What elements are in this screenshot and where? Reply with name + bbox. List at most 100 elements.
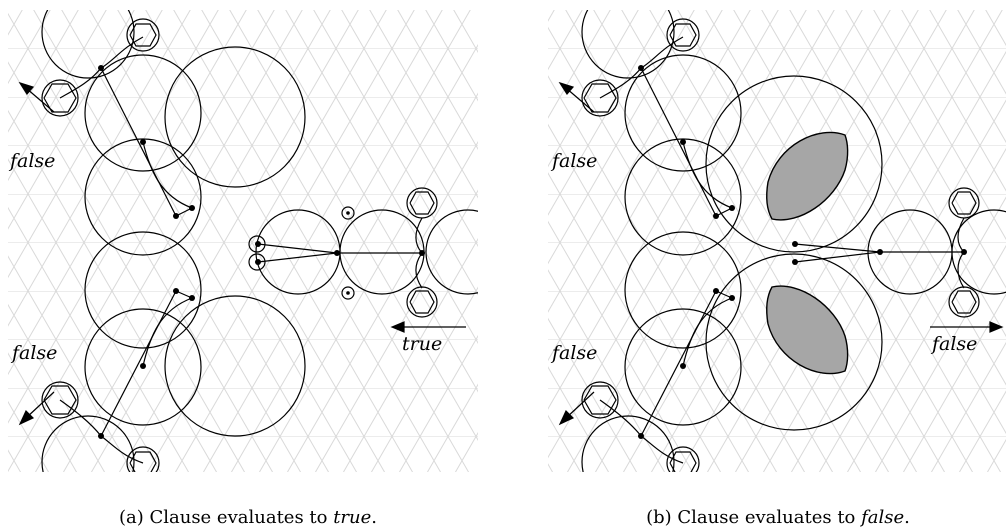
joint [346, 211, 350, 215]
small-circle [248, 235, 266, 253]
gadget-circle [425, 209, 478, 295]
small-polygon [43, 83, 77, 113]
linkage-curve [100, 36, 144, 69]
linkage-curve [599, 399, 642, 437]
linkage-curve [142, 141, 193, 209]
label-false-right: false [930, 333, 977, 355]
gadget-circle [581, 10, 675, 79]
gadget-circle [164, 295, 306, 437]
arrowhead [989, 321, 1004, 333]
small-polygon [409, 290, 435, 314]
label-false-bottom: false [550, 342, 597, 364]
linkage-curve [682, 297, 733, 367]
linkage-bar [794, 251, 881, 263]
linkage-bar [100, 67, 177, 217]
panel-b: false false false (b) Clause evaluates t… [548, 10, 1006, 528]
joint [334, 250, 340, 256]
gadget-circle [41, 415, 135, 472]
gadget-circle [624, 54, 742, 172]
small-circle [581, 381, 619, 419]
gadget-circle [84, 54, 202, 172]
small-circle [666, 18, 700, 52]
joint [877, 249, 883, 255]
small-polygon [951, 191, 977, 215]
gadget-circle [624, 308, 742, 426]
linkage-curve [59, 399, 102, 437]
linkage-bar [257, 243, 338, 254]
joint [140, 139, 146, 145]
joint [680, 363, 686, 369]
joint [792, 241, 798, 247]
linkage-bar [257, 252, 338, 263]
joint [729, 205, 735, 211]
small-circle [666, 446, 700, 472]
small-circle [341, 286, 355, 300]
joint [961, 249, 967, 255]
joint [792, 259, 798, 265]
linkage-curve [640, 36, 684, 69]
arrow-bottom-left [565, 391, 595, 419]
linkage-bar [640, 67, 717, 217]
label-false-top: false [550, 150, 597, 172]
arrowhead [18, 81, 35, 96]
caption-b: (b) Clause evaluates to false. [646, 507, 910, 528]
arrowhead [558, 81, 575, 96]
small-circle [41, 79, 79, 117]
arrowhead [18, 409, 35, 426]
joint [638, 65, 644, 71]
small-circle [248, 253, 266, 271]
linkage-curve [682, 141, 733, 209]
small-circle [341, 206, 355, 220]
small-polygon [669, 23, 697, 47]
joint [255, 241, 261, 247]
arrow-top-left [25, 87, 55, 113]
joint [255, 259, 261, 265]
triangular-grid [548, 10, 1006, 472]
label-true: true [402, 333, 442, 355]
small-circle [581, 79, 619, 117]
joint [189, 205, 195, 211]
small-polygon [583, 83, 617, 113]
small-circle [126, 18, 160, 52]
small-polygon [129, 23, 157, 47]
gadget-circle [164, 46, 306, 188]
small-polygon [669, 451, 697, 472]
gadget-circle [41, 10, 135, 79]
label-false-top: false [8, 150, 55, 172]
small-polygon [583, 385, 617, 415]
label-false-bottom: false [10, 342, 57, 364]
joint [419, 250, 425, 256]
gadget-circle [705, 75, 883, 253]
linkage-bar [794, 243, 881, 253]
gadget-circle [581, 415, 675, 472]
linkage-bar [100, 290, 177, 437]
joint [346, 291, 350, 295]
small-polygon [129, 451, 157, 472]
joint [638, 433, 644, 439]
small-circle [126, 446, 160, 472]
linkage-bar [640, 290, 717, 437]
joint [140, 363, 146, 369]
linkage-curve [640, 435, 684, 464]
joint [98, 433, 104, 439]
joint [98, 65, 104, 71]
joint [189, 295, 195, 301]
small-polygon [409, 191, 435, 215]
triangular-grid [8, 10, 478, 472]
linkage-curve [599, 67, 642, 99]
gadget-circle [705, 253, 883, 431]
linkage-curve [142, 297, 193, 367]
arrow-bottom-left [25, 391, 55, 419]
joint [713, 213, 719, 219]
small-circle [41, 381, 79, 419]
joint [713, 288, 719, 294]
small-polygon [43, 385, 77, 415]
arrow-top-left [565, 87, 595, 113]
shaded-lens-bottom [766, 285, 849, 375]
small-polygon [951, 290, 977, 314]
joint [680, 139, 686, 145]
joint [729, 295, 735, 301]
joint [173, 288, 179, 294]
linkage-curve [100, 435, 144, 464]
